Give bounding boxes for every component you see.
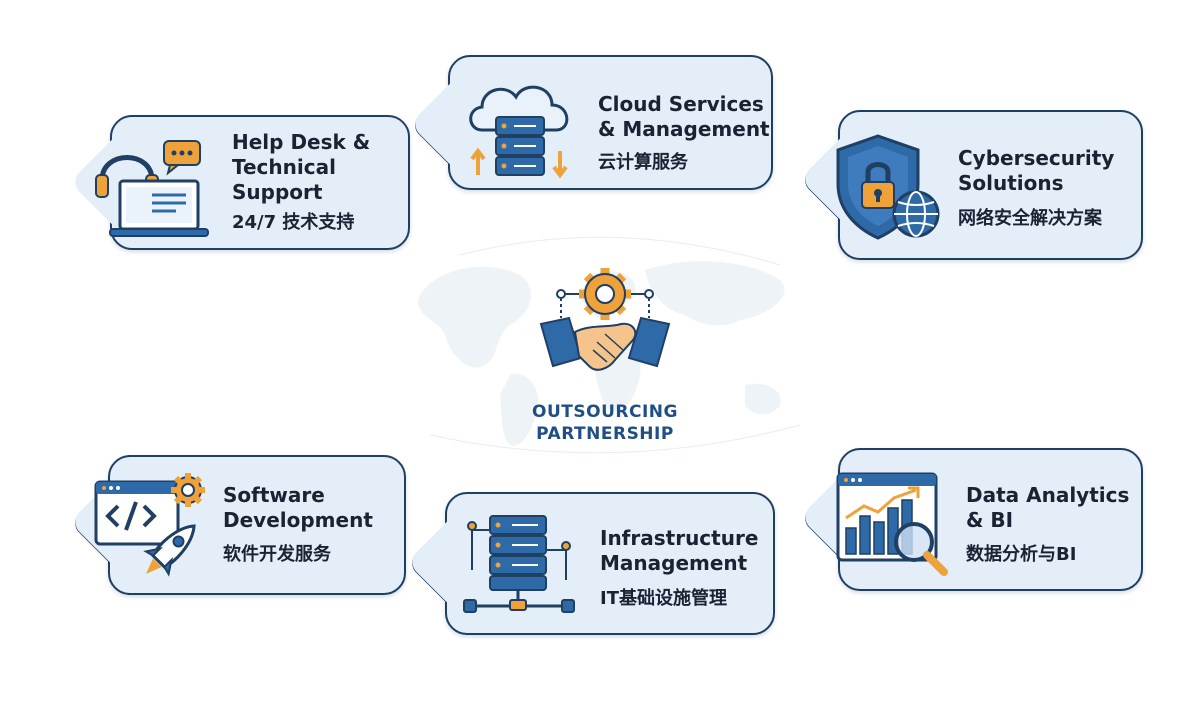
service-subtitle: IT基础设施管理 bbox=[600, 588, 727, 609]
service-title: Infrastructure Management bbox=[600, 526, 759, 575]
shield-lock-globe-icon bbox=[836, 134, 940, 240]
service-title: Software Development bbox=[223, 483, 373, 532]
cloud-server-icon bbox=[469, 85, 569, 179]
service-subtitle: 网络安全解决方案 bbox=[958, 208, 1102, 229]
center-title-line1: OUTSOURCING bbox=[532, 402, 678, 422]
service-subtitle: 软件开发服务 bbox=[223, 544, 331, 565]
chart-magnifier-icon bbox=[836, 472, 948, 576]
headset-laptop-icon bbox=[95, 140, 209, 237]
service-title: Data Analytics & BI bbox=[966, 483, 1130, 532]
handshake-gear-icon bbox=[539, 268, 671, 371]
server-network-icon bbox=[463, 515, 575, 613]
service-title: Cloud Services & Management bbox=[598, 92, 770, 141]
service-title: Cybersecurity Solutions bbox=[958, 146, 1115, 195]
service-title: Help Desk & Technical Support bbox=[232, 130, 371, 204]
service-subtitle: 数据分析与BI bbox=[966, 544, 1077, 565]
center-title-line2: PARTNERSHIP bbox=[536, 424, 674, 444]
service-subtitle: 24/7 技术支持 bbox=[232, 212, 355, 233]
service-subtitle: 云计算服务 bbox=[598, 152, 688, 173]
code-rocket-icon bbox=[94, 473, 205, 577]
